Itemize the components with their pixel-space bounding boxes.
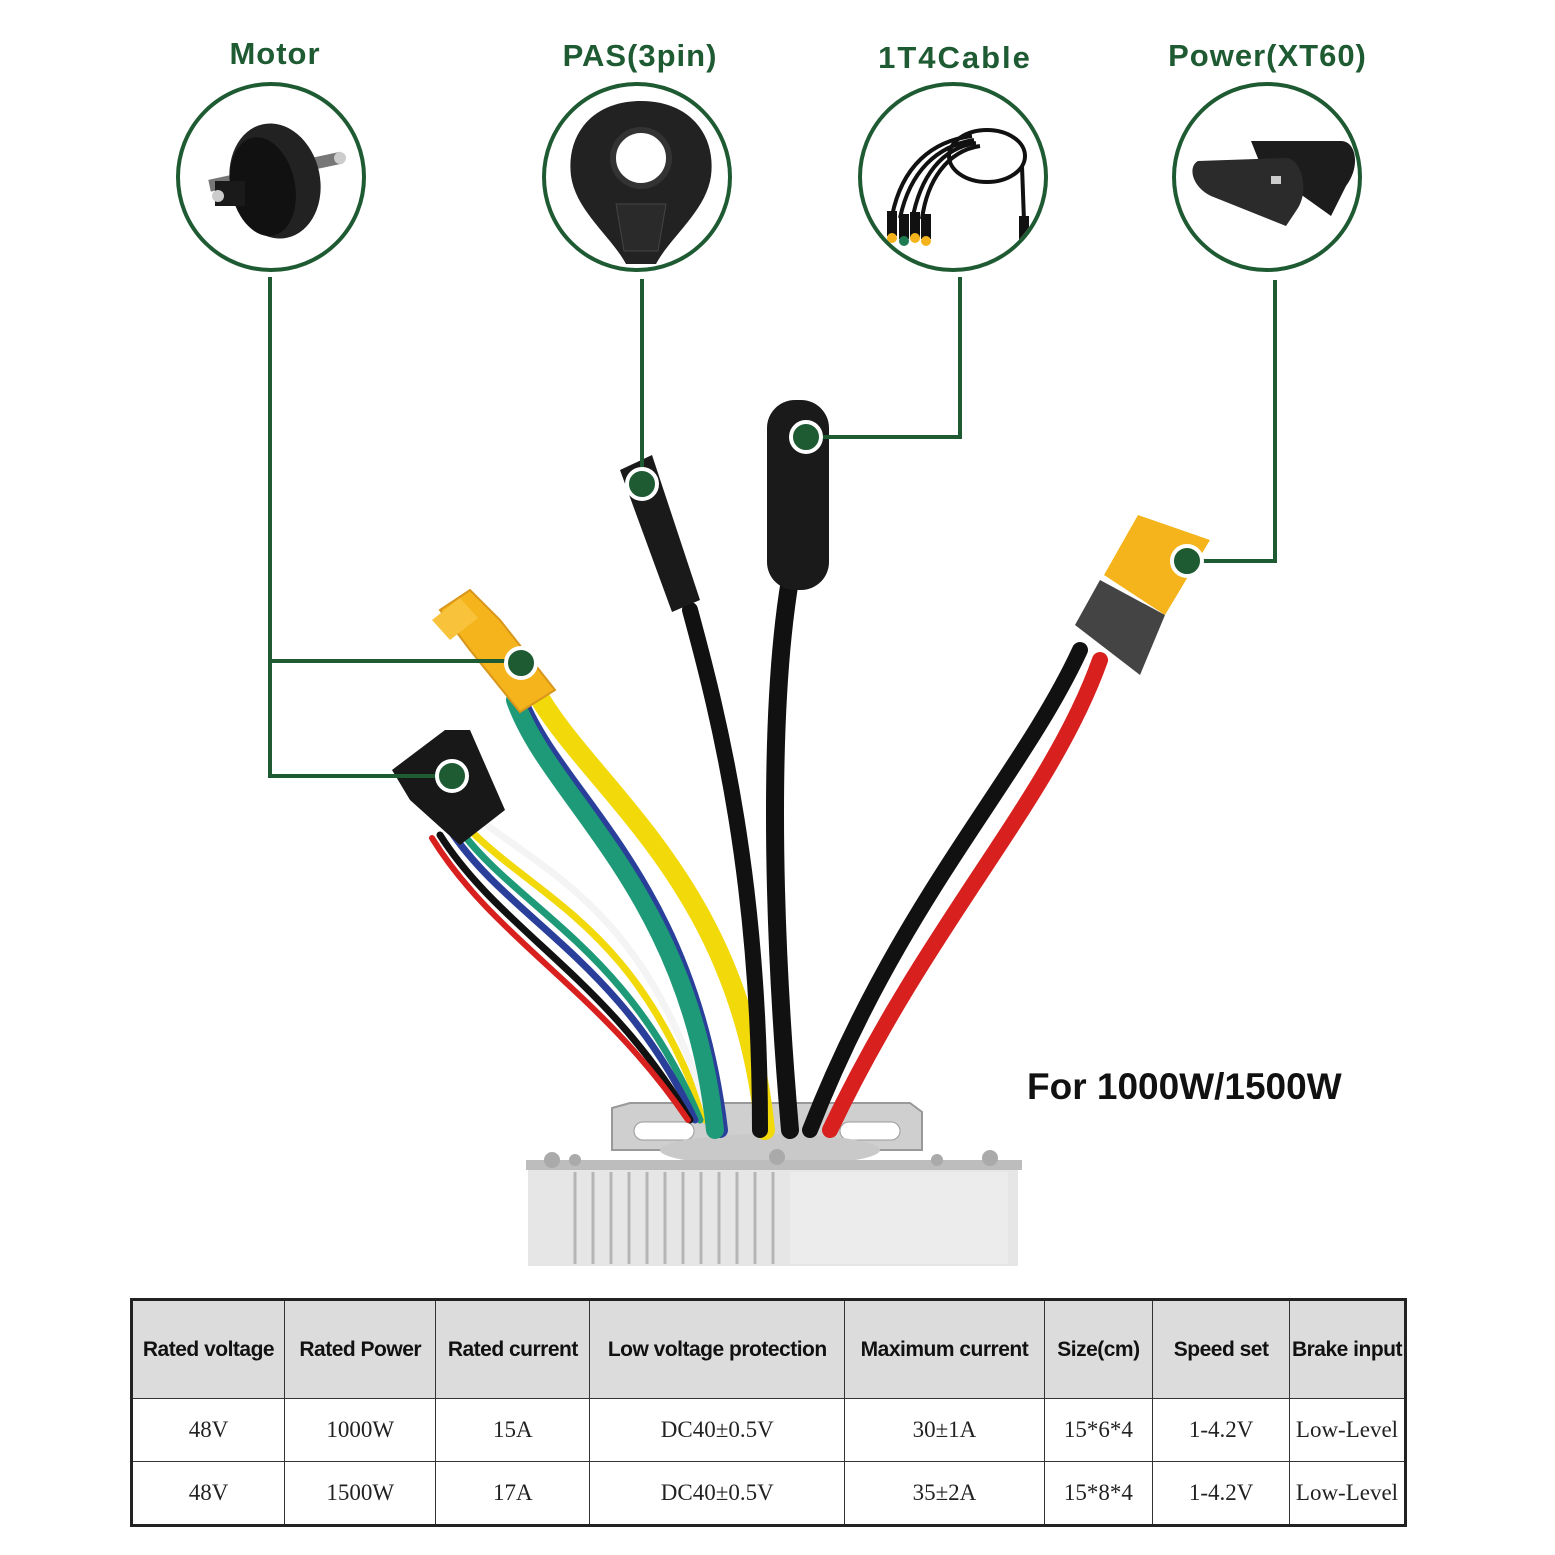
cell: 15*8*4 [1043, 1461, 1154, 1526]
cable-icon [887, 128, 1029, 246]
cell: 1-4.2V [1152, 1461, 1290, 1526]
cell: 15*6*4 [1043, 1398, 1154, 1462]
label-pas: PAS(3pin) [562, 38, 718, 73]
label-power: Power(XT60) [1168, 38, 1367, 73]
pas-sensor-icon [570, 101, 712, 264]
table-row: 48V 1000W 15A DC40±0.5V 30±1A 15*6*4 1-4… [131, 1398, 1407, 1462]
header-low-voltage-protection: Low voltage protection [589, 1299, 846, 1399]
cell: Low-Level [1288, 1398, 1407, 1462]
hub-motor-icon [208, 123, 346, 239]
cell: 35±2A [844, 1461, 1045, 1526]
leader-lines [268, 277, 1277, 778]
marker-pas [625, 467, 659, 501]
marker-display [789, 420, 823, 454]
cell: 15A [435, 1398, 591, 1462]
motor-phase-connector [432, 588, 557, 714]
header-speed-set: Speed set [1152, 1299, 1290, 1399]
cell: 1500W [283, 1461, 437, 1526]
battery-icon [1192, 141, 1356, 226]
marker-power [1170, 544, 1204, 578]
cell: 48V [131, 1398, 285, 1462]
cable-image [858, 82, 1048, 272]
wiring-diagram [268, 277, 1277, 1266]
header-size: Size(cm) [1043, 1299, 1154, 1399]
header-brake-input: Brake input [1288, 1299, 1407, 1399]
table-header-row: Rated voltage Rated Power Rated current … [131, 1299, 1407, 1399]
cell: 30±1A [844, 1398, 1045, 1462]
marker-motor-phase [504, 646, 538, 680]
cell: Low-Level [1288, 1461, 1407, 1526]
cell: DC40±0.5V [589, 1398, 846, 1462]
label-cable: 1T4Cable [878, 40, 1032, 75]
cell: 48V [131, 1461, 285, 1526]
spec-table: Rated voltage Rated Power Rated current … [130, 1298, 1407, 1527]
power-image [1172, 82, 1362, 272]
wire-bundle [429, 571, 1108, 1140]
motor-image [176, 82, 366, 272]
header-rated-power: Rated Power [283, 1299, 437, 1399]
marker-motor-hall [435, 759, 469, 793]
pas-image [542, 82, 732, 272]
header-rated-current: Rated current [435, 1299, 591, 1399]
label-motor: Motor [229, 36, 321, 71]
header-maximum-current: Maximum current [844, 1299, 1045, 1399]
cell: DC40±0.5V [589, 1461, 846, 1526]
power-rating-subtitle: For 1000W/1500W [1027, 1066, 1342, 1107]
cell: 1-4.2V [1152, 1398, 1290, 1462]
cell: 17A [435, 1461, 591, 1526]
table-row: 48V 1500W 17A DC40±0.5V 35±2A 15*8*4 1-4… [131, 1461, 1407, 1526]
header-rated-voltage: Rated voltage [131, 1299, 285, 1399]
xt60-connector [1075, 515, 1210, 675]
cell: 1000W [283, 1398, 437, 1462]
